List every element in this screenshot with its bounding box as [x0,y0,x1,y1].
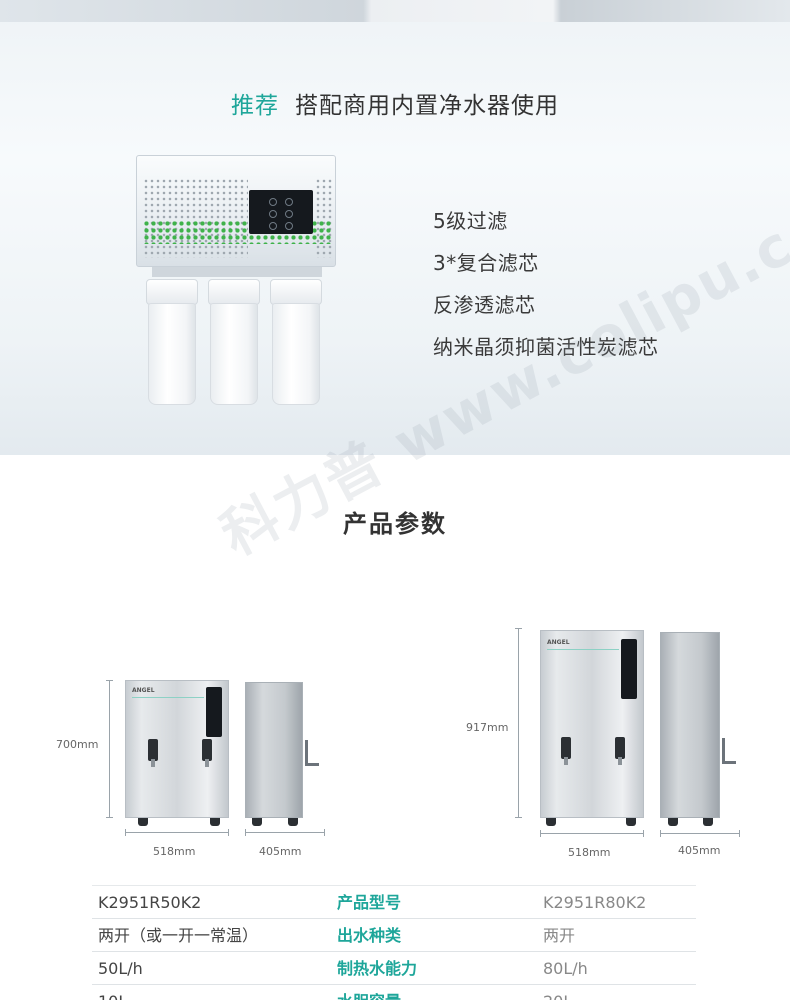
right-height-line [518,628,519,818]
spec-row: 50L/h 制热水能力 80L/h [92,951,696,984]
tick [324,829,325,836]
spec-row: K2951R50K2 产品型号 K2951R80K2 [92,885,696,918]
spec-row: 10L 水胆容量 20L [92,984,696,1000]
top-strip [0,0,790,22]
foot [138,818,148,826]
filter-canister-2 [210,303,258,405]
filter-canister-3 [272,303,320,405]
left-width-label: 518mm [153,845,196,858]
feature-item: 反渗透滤芯 [433,293,536,317]
filter-cap-1 [146,279,198,305]
spec-left-value: 50L/h [98,959,143,978]
foot [668,818,678,826]
right-width-label: 518mm [568,846,611,859]
tick [515,628,522,629]
banner-title-text: 搭配商用内置净水器使用 [295,93,559,119]
right-tap-2 [615,737,625,765]
spec-row: 两开（或一开一常温） 出水种类 两开 [92,918,696,951]
spec-label: 水胆容量 [337,985,401,1000]
left-tap-2 [202,739,212,767]
tick [125,829,126,836]
spec-label: 产品型号 [337,893,402,912]
left-height-label: 700mm [56,738,99,751]
right-depth-label: 405mm [678,844,721,857]
left-depth-line [245,832,325,833]
tick [515,817,522,818]
right-height-label: 917mm [466,721,509,734]
foot [546,818,556,826]
filter-cap-2 [208,279,260,305]
filter-cap-3 [270,279,322,305]
left-height-line [109,680,110,818]
feature-item: 5级过滤 [433,209,508,233]
left-boiler-side [245,682,303,818]
foot [288,818,298,826]
spec-left-value: K2951R50K2 [98,893,202,912]
spec-left-value: 10L [98,985,127,1000]
boiler-display [621,639,637,699]
left-boiler-front: ANGEL [125,680,229,818]
spec-right-value: 80L/h [543,959,588,978]
params-title: 产品参数 [343,510,447,538]
tick [643,830,644,837]
boiler-accent-line [132,697,204,698]
boiler-brand: ANGEL [547,639,570,646]
water-purifier-image [136,155,336,417]
foot [210,818,220,826]
recommend-banner: 推荐搭配商用内置净水器使用 5级过滤 3*复合滤芯 反渗透滤芯 纳米晶须抑菌活性… [0,0,790,455]
right-boiler-front: ANGEL [540,630,644,818]
right-width-line [540,833,644,834]
left-side-tap [305,740,319,766]
foot [626,818,636,826]
feature-item: 3*复合滤芯 [433,251,539,275]
purifier-dot-pattern [143,178,248,258]
spec-label: 制热水能力 [337,959,418,978]
feature-list: 5级过滤 3*复合滤芯 反渗透滤芯 纳米晶须抑菌活性炭滤芯 [433,200,659,368]
boiler-accent-line [547,649,619,650]
purifier-head [136,155,336,267]
spec-left-value: 两开（或一开一常温） [98,926,259,945]
spec-right-value: 20L [543,985,572,1000]
right-side-tap [722,738,736,764]
right-boiler-side [660,632,720,818]
spec-label: 出水种类 [337,926,402,945]
purifier-control-panel [249,190,313,234]
spec-table: K2951R50K2 产品型号 K2951R80K2 两开（或一开一常温） 出水… [92,885,696,1000]
tick [660,830,661,837]
tick [228,829,229,836]
purifier-dot-pattern-right [315,178,333,258]
left-width-line [125,832,229,833]
boiler-brand: ANGEL [132,687,155,694]
foot [252,818,262,826]
boiler-display [206,687,222,737]
left-tap-1 [148,739,158,767]
right-depth-line [660,833,740,834]
tick [739,830,740,837]
left-depth-label: 405mm [259,845,302,858]
tick [245,829,246,836]
tick [540,830,541,837]
right-tap-1 [561,737,571,765]
banner-accent: 推荐 [231,93,279,119]
foot [703,818,713,826]
tick [106,680,113,681]
spec-right-value: 两开 [543,926,576,945]
spec-right-value: K2951R80K2 [543,893,647,912]
tick [106,817,113,818]
purifier-bracket [152,267,322,277]
filter-canister-1 [148,303,196,405]
feature-item: 纳米晶须抑菌活性炭滤芯 [433,335,659,359]
banner-title: 推荐搭配商用内置净水器使用 [0,86,790,120]
